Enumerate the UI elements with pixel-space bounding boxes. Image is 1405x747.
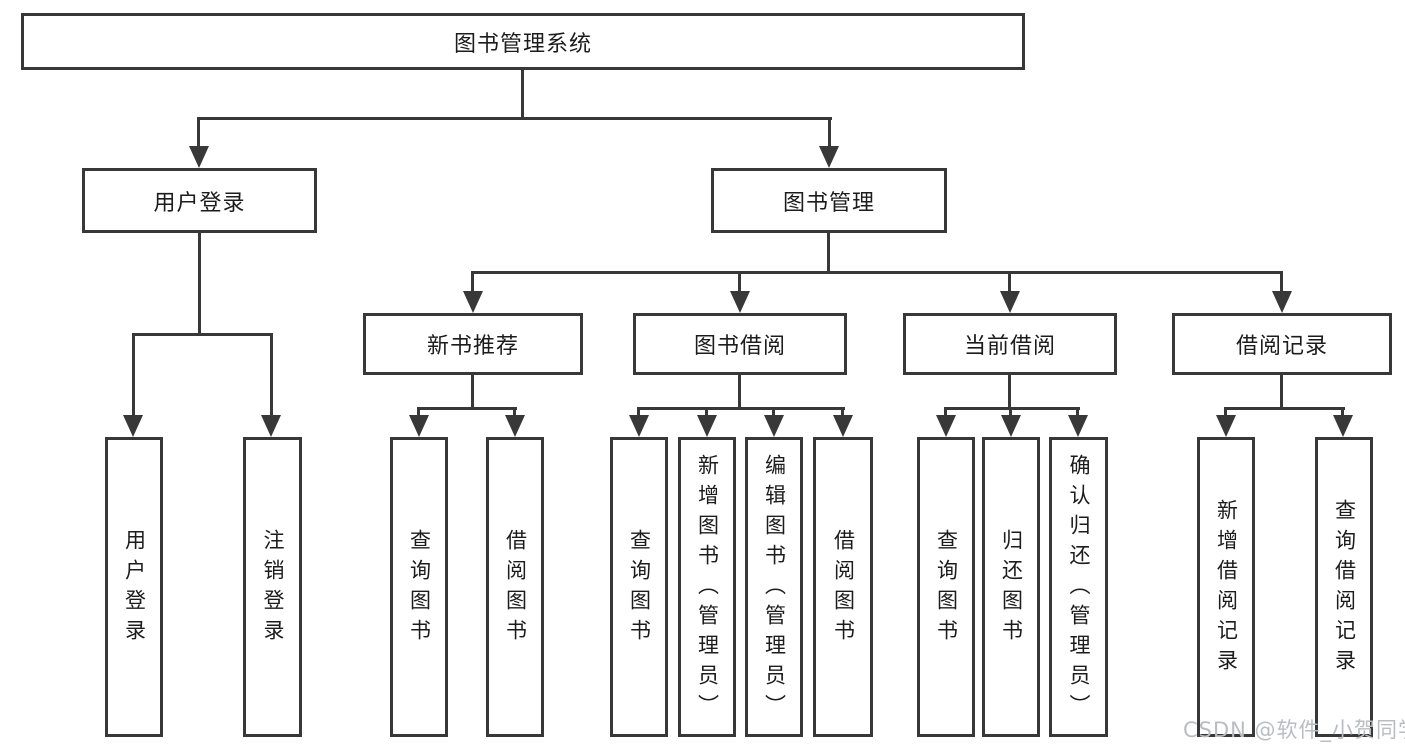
connector-book-mgmt-bar bbox=[471, 271, 1283, 274]
connector-book-mgmt-drop-1 bbox=[471, 271, 474, 293]
arrowhead-icon bbox=[1333, 415, 1353, 437]
arrowhead-icon bbox=[1068, 415, 1088, 437]
csdn-watermark: CSDN @软件_小贺同学 bbox=[1183, 718, 1405, 742]
arrowhead-icon bbox=[1272, 291, 1292, 313]
node-new-book-recommend: 新书推荐 bbox=[363, 313, 583, 375]
connector-book-mgmt-drop-3 bbox=[1008, 271, 1011, 293]
node-user-login: 用户登录 bbox=[82, 168, 317, 233]
connector-new-book-bar bbox=[418, 407, 517, 410]
arrowhead-icon bbox=[833, 415, 853, 437]
node-book-borrow: 图书借阅 bbox=[633, 313, 847, 375]
connector-current-drop-3 bbox=[1076, 407, 1079, 419]
leaf-borrow-query-book: 查询图书 bbox=[610, 437, 668, 737]
connector-current-bar bbox=[944, 407, 1080, 410]
connector-current-drop-2 bbox=[1009, 407, 1012, 419]
arrowhead-icon bbox=[409, 415, 429, 437]
node-borrow-records: 借阅记录 bbox=[1172, 313, 1392, 375]
leaf-records-query-record: 查询借阅记录 bbox=[1315, 437, 1373, 737]
connector-root-left-drop bbox=[197, 117, 200, 148]
connector-user-login-drop-1 bbox=[132, 333, 135, 417]
connector-records-drop-2 bbox=[1341, 407, 1344, 419]
arrowhead-icon bbox=[261, 415, 281, 437]
arrowhead-icon bbox=[463, 291, 483, 313]
leaf-newbook-query-book: 查询图书 bbox=[390, 437, 448, 737]
arrowhead-icon bbox=[123, 415, 143, 437]
connector-borrow-drop-3 bbox=[772, 407, 775, 419]
connector-root-bar bbox=[197, 117, 832, 120]
connector-current-stem bbox=[1008, 375, 1011, 409]
connector-book-mgmt-drop-4 bbox=[1280, 271, 1283, 293]
arrowhead-icon bbox=[629, 415, 649, 437]
arrowhead-icon bbox=[505, 415, 525, 437]
leaf-user-login: 用户登录 bbox=[105, 437, 163, 737]
arrowhead-icon bbox=[730, 291, 750, 313]
connector-borrow-drop-1 bbox=[637, 407, 640, 419]
leaf-newbook-borrow-book: 借阅图书 bbox=[486, 437, 544, 737]
arrowhead-icon bbox=[1216, 415, 1236, 437]
arrowhead-icon bbox=[189, 146, 209, 168]
connector-user-login-bar bbox=[132, 333, 273, 336]
connector-records-drop-1 bbox=[1224, 407, 1227, 419]
leaf-current-confirm-return-admin: 确认归还（管理员） bbox=[1049, 437, 1108, 737]
connector-current-drop-1 bbox=[944, 407, 947, 419]
node-current-borrow: 当前借阅 bbox=[903, 313, 1117, 375]
leaf-records-add-record: 新增借阅记录 bbox=[1197, 437, 1255, 737]
connector-root-stem bbox=[521, 69, 524, 119]
arrowhead-icon bbox=[819, 146, 839, 168]
connector-borrow-bar bbox=[637, 407, 845, 410]
connector-new-book-stem bbox=[471, 375, 474, 409]
leaf-logout: 注销登录 bbox=[243, 437, 302, 737]
arrowhead-icon bbox=[697, 415, 717, 437]
arrowhead-icon bbox=[1000, 291, 1020, 313]
connector-new-book-drop-1 bbox=[417, 407, 420, 419]
arrowhead-icon bbox=[1001, 415, 1021, 437]
connector-root-right-drop bbox=[828, 117, 831, 148]
connector-user-login-stem bbox=[198, 233, 201, 336]
arrowhead-icon bbox=[764, 415, 784, 437]
leaf-borrow-borrow-book: 借阅图书 bbox=[813, 437, 873, 737]
connector-borrow-drop-2 bbox=[705, 407, 708, 419]
arrowhead-icon bbox=[936, 415, 956, 437]
connector-borrow-drop-4 bbox=[841, 407, 844, 419]
connector-book-mgmt-drop-2 bbox=[738, 271, 741, 293]
leaf-current-query-book: 查询图书 bbox=[917, 437, 975, 737]
leaf-borrow-edit-book-admin: 编辑图书（管理员） bbox=[745, 437, 803, 737]
connector-new-book-drop-2 bbox=[513, 407, 516, 419]
connector-records-bar bbox=[1224, 407, 1345, 410]
connector-user-login-drop-2 bbox=[270, 333, 273, 417]
connector-borrow-stem bbox=[738, 375, 741, 409]
leaf-borrow-add-book-admin: 新增图书（管理员） bbox=[678, 437, 736, 737]
connector-records-stem bbox=[1280, 375, 1283, 409]
node-root: 图书管理系统 bbox=[21, 13, 1025, 70]
leaf-current-return-book: 归还图书 bbox=[982, 437, 1040, 737]
node-book-management: 图书管理 bbox=[711, 168, 947, 233]
connector-book-mgmt-stem bbox=[827, 232, 830, 273]
